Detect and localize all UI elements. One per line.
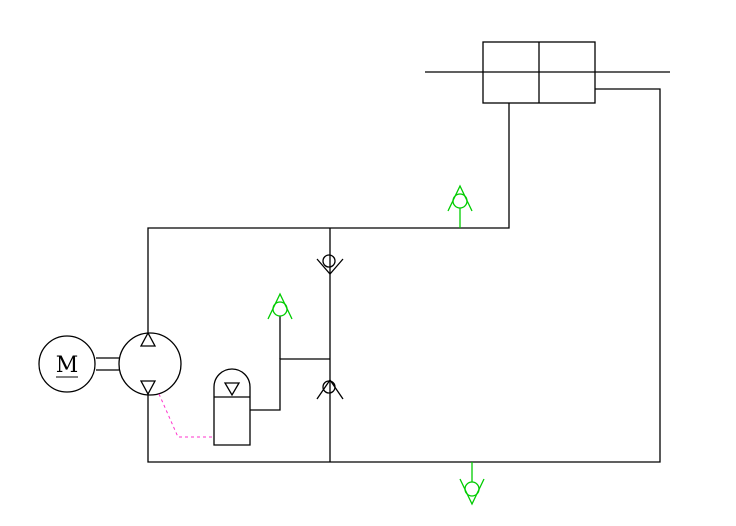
return-line-main [147,88,661,463]
accumulator-arrow [223,382,241,397]
accumulator-line [250,358,330,411]
pump-body [118,332,182,396]
motor-label: M [56,353,79,378]
drain-line [158,393,212,438]
check-valve-lower [316,378,344,400]
accumulator-body [213,368,251,446]
electric-motor: M [38,335,96,393]
hydraulic-pump [118,331,182,396]
pressure-gauge-top [447,184,473,228]
check-valve-upper [316,254,344,275]
check-valve-upper-ball [322,254,336,268]
pump-inlet-arrow [139,380,157,396]
gauge-bottom-arrow [459,478,485,506]
gauge-middle-arrow [267,292,293,320]
gauge-top-arrow [447,184,473,212]
pressure-line-main [147,103,510,333]
double-acting-cylinder [425,41,670,104]
accumulator [213,368,251,446]
motor-body [38,335,96,393]
pressure-gauge-bottom [459,462,485,506]
check-valve-upper-seat [316,258,344,275]
pump-outlet-arrow [139,331,157,347]
check-valve-lower-seat [316,378,344,400]
pressure-lines [147,88,661,463]
pressure-gauge-middle [267,292,293,320]
shaft-coupling [96,357,119,371]
